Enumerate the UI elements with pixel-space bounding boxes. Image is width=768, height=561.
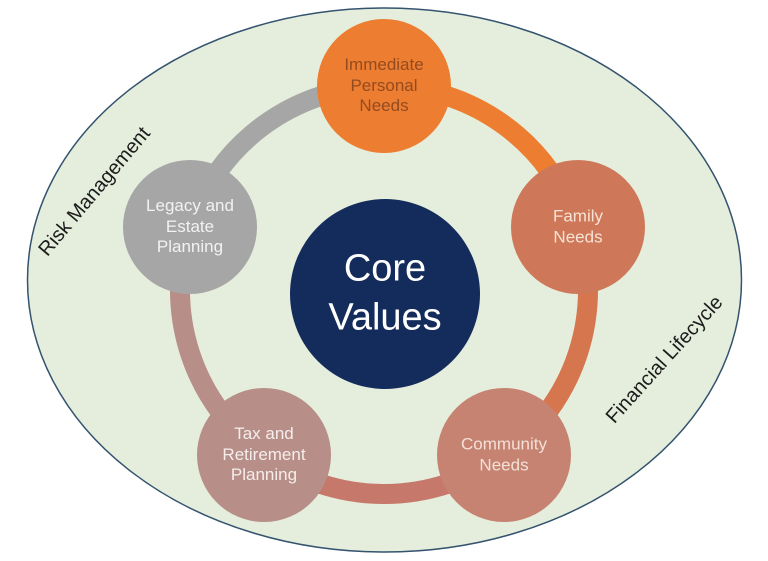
node-circle-tax-retirement-planning [197, 388, 331, 522]
node-label-legacy-estate-planning: Legacy and Estate Planning [146, 195, 234, 257]
node-circle-legacy-estate-planning [123, 160, 257, 294]
node-label-family-needs: Family Needs [552, 206, 604, 246]
node-label-community-needs: Community Needs [461, 434, 547, 474]
node-circle-immediate-personal-needs [317, 19, 451, 153]
node-label-tax-retirement-planning: Tax and Retirement Planning [222, 423, 306, 485]
node-circle-community-needs [437, 388, 571, 522]
node-circle-family-needs [511, 160, 645, 294]
center-circle [290, 199, 480, 389]
center-label-core-values: Core Values [328, 247, 442, 339]
node-label-immediate-personal-needs: Immediate Personal Needs [344, 54, 424, 116]
